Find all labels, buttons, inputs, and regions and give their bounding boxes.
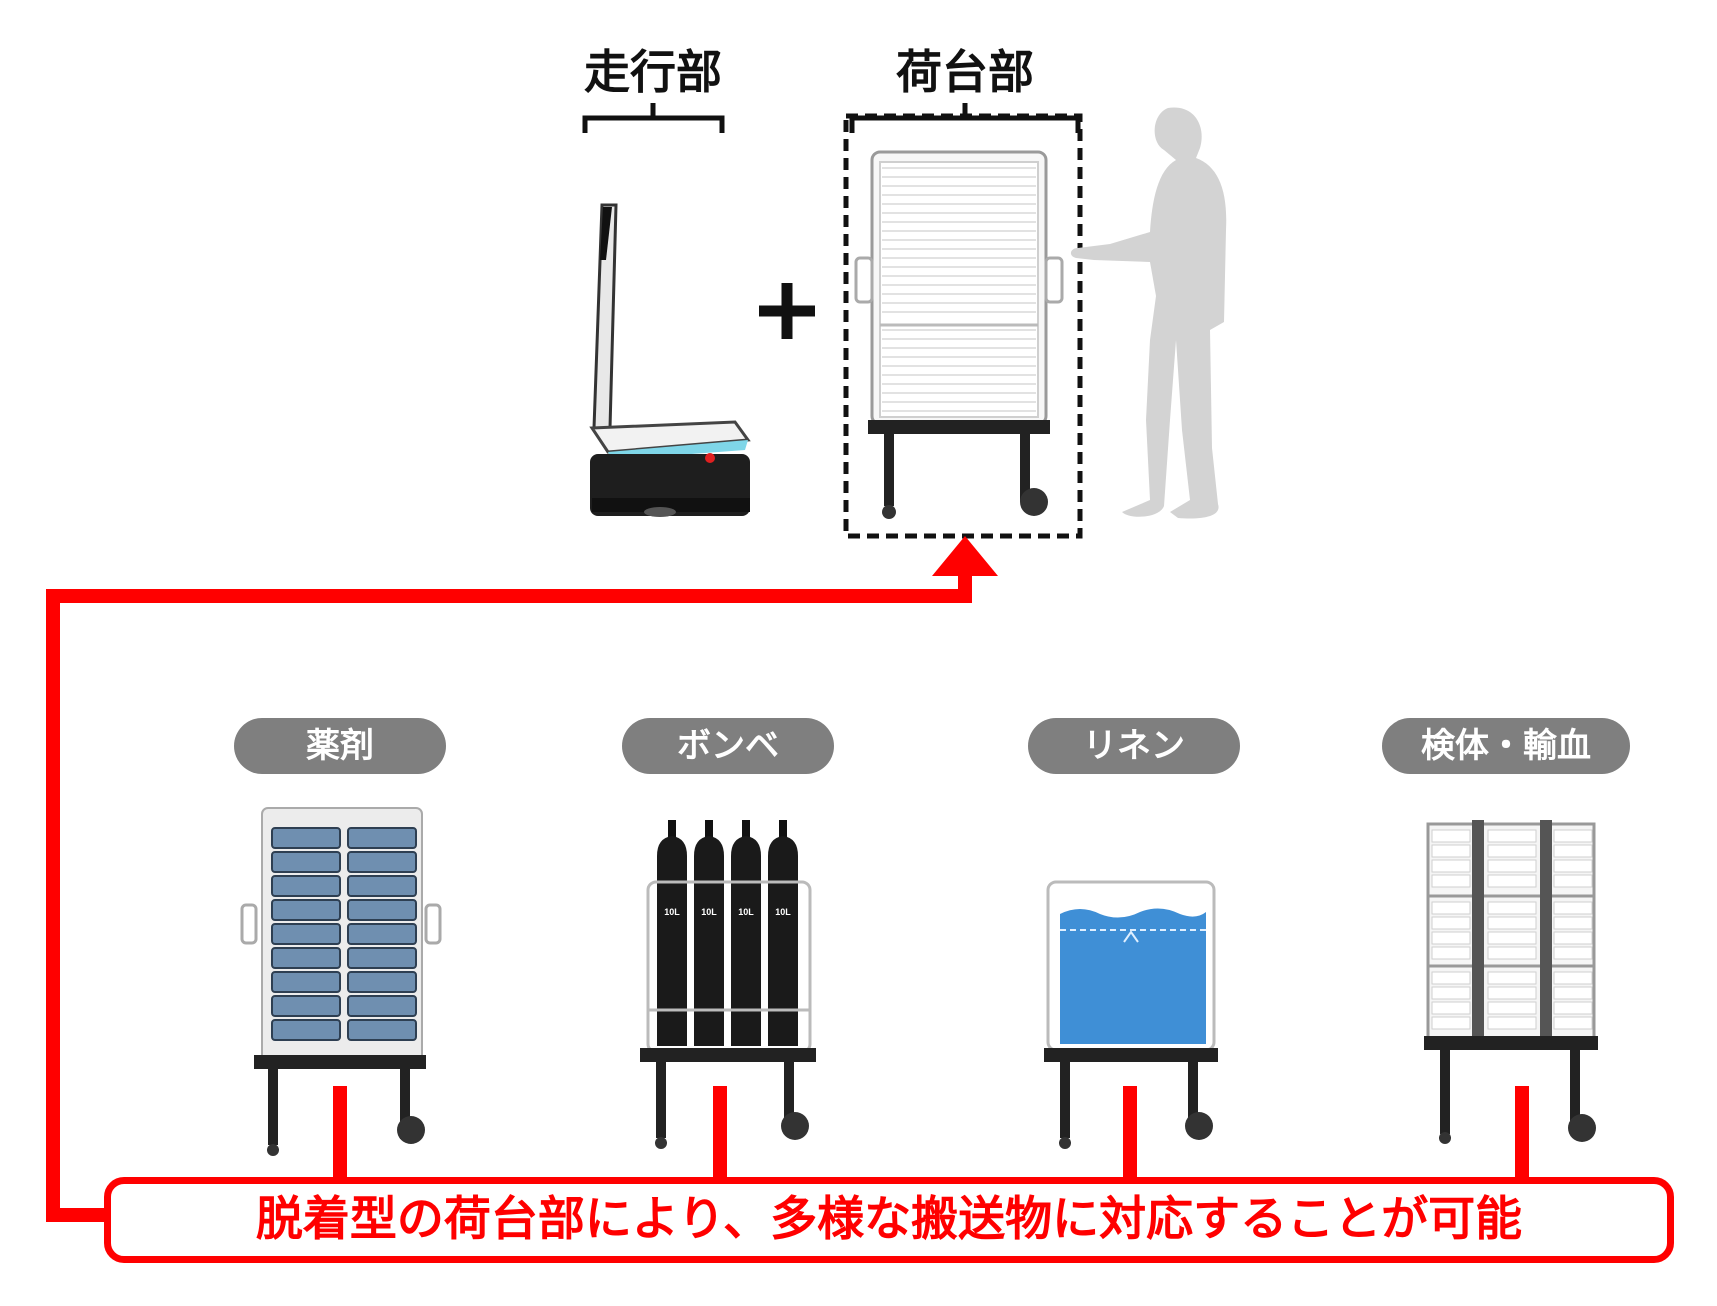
drawer: [271, 1019, 341, 1041]
caption-banner: 脱着型の荷台部により、多様な搬送物に対応することが可能: [104, 1177, 1674, 1263]
cylinder-capacity-label: 10L: [738, 907, 754, 917]
robot-base-icon: [589, 203, 751, 517]
medicine-cart-icon: [240, 807, 442, 1156]
drawer: [271, 875, 341, 897]
cargo-unit-label: 荷台部: [896, 45, 1034, 99]
connector-lines: [46, 575, 1529, 1222]
gas-cylinder: 10L: [731, 820, 761, 1046]
linen-cart-icon: [1044, 880, 1218, 1149]
cylinder-capacity-label: 10L: [701, 907, 717, 917]
drawer: [271, 827, 341, 849]
cargo-type-specimen-pill: 検体・輸血: [1382, 718, 1630, 774]
drive-unit-label: 走行部: [584, 45, 722, 99]
cart-shutter-icon: [854, 150, 1064, 519]
drawer: [347, 923, 417, 945]
drive-unit-bracket: [582, 103, 725, 133]
cargo-type-linen-pill: リネン: [1028, 718, 1240, 774]
cylinder-capacity-label: 10L: [664, 907, 680, 917]
arrow-head-icon: [932, 536, 998, 576]
gas-cylinder: 10L: [657, 820, 687, 1046]
gas-cylinder-cart-icon: 10L 10L 10L 10L: [640, 820, 816, 1149]
drawer: [347, 995, 417, 1017]
person-silhouette-icon: [1070, 107, 1227, 519]
drawer: [271, 947, 341, 969]
cargo-unit-dashed-frame: [843, 113, 1083, 539]
drawer: [347, 899, 417, 921]
drawer: [271, 851, 341, 873]
drawer: [271, 899, 341, 921]
drawer: [347, 971, 417, 993]
drawer: [347, 851, 417, 873]
specimen-cart-icon: [1424, 820, 1598, 1144]
cargo-type-cylinder-pill: ボンベ: [622, 718, 834, 774]
cylinder-capacity-label: 10L: [775, 907, 791, 917]
cargo-type-medicine-pill: 薬剤: [234, 718, 446, 774]
drawer: [271, 971, 341, 993]
drawer: [347, 827, 417, 849]
drawer: [347, 947, 417, 969]
drawer: [347, 875, 417, 897]
gas-cylinder: 10L: [768, 820, 798, 1046]
drawer: [271, 923, 341, 945]
gas-cylinder: 10L: [694, 820, 724, 1046]
drawer: [271, 995, 341, 1017]
plus-icon: [759, 283, 815, 339]
drawer: [347, 1019, 417, 1041]
